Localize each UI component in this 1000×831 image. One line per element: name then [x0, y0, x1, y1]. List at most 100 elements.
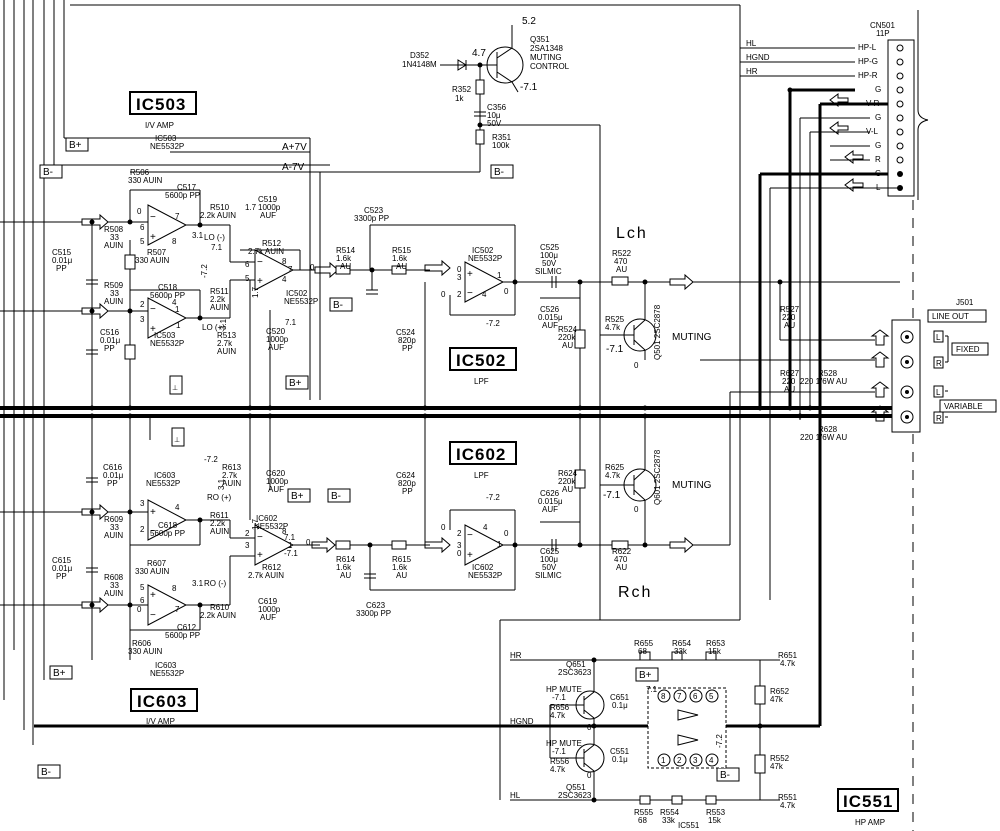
bminus-muting: B-: [494, 167, 504, 178]
cn501-hgnd: HGND: [746, 53, 770, 62]
svg-text:Q501 2SC2878: Q501 2SC2878: [653, 304, 662, 360]
svg-text:0: 0: [457, 549, 462, 558]
svg-text:2: 2: [140, 300, 145, 309]
svg-text:1: 1: [176, 321, 181, 330]
svg-text:8: 8: [282, 527, 287, 536]
ic503-func: I/V AMP: [145, 121, 174, 130]
bplus-tag-ic602: B+: [291, 491, 304, 502]
ic603-name: IC603: [137, 692, 187, 711]
ic603-section: ⊥ + − 4 3 2 + − 8 7 5 6 0 − + 2 3 8: [0, 416, 430, 678]
bminus-tag-ic502: B-: [333, 300, 343, 311]
r352-label: R352 1k: [452, 85, 473, 103]
svg-text:−: −: [257, 532, 263, 543]
svg-text:2: 2: [245, 529, 250, 538]
junction-dots: [89, 62, 813, 803]
j501-title: J501: [956, 298, 974, 307]
svg-text:−: −: [257, 257, 263, 268]
power-rails: [54, 4, 740, 400]
c356-label: C356 10μ 50V: [487, 103, 508, 128]
svg-text:1: 1: [497, 540, 502, 549]
cn501-pin-g2: G: [875, 113, 881, 122]
rch-label: Rch: [618, 584, 652, 601]
bminus-tag-bottom: B-: [41, 767, 51, 778]
svg-text:7.1: 7.1: [284, 533, 296, 542]
left-bus-lines: [3, 0, 65, 745]
cn501-pin-r: R: [875, 155, 881, 164]
svg-text:-7.1: -7.1: [284, 549, 298, 558]
svg-text:-7.2: -7.2: [715, 734, 724, 748]
svg-text:6: 6: [140, 223, 145, 232]
svg-text:4: 4: [172, 298, 177, 307]
svg-text:8: 8: [661, 692, 666, 701]
ro-plus-label: RO (+): [207, 493, 232, 502]
svg-text:0: 0: [441, 290, 446, 299]
bminus-tag-ic602: B-: [331, 491, 341, 502]
svg-text:4: 4: [482, 290, 487, 299]
svg-text:7: 7: [288, 265, 293, 274]
svg-text:7: 7: [175, 605, 180, 614]
svg-text:+: +: [467, 269, 473, 280]
bminus-tag-ic551: B-: [720, 770, 730, 781]
svg-text:3: 3: [693, 756, 698, 765]
svg-text:2: 2: [457, 529, 462, 538]
svg-text:3.1: 3.1: [192, 231, 204, 240]
q351-label: Q351 2SA1348: [530, 35, 563, 53]
svg-text:0: 0: [457, 265, 462, 274]
cn501-pin-hpr: HP-R: [858, 71, 878, 80]
svg-text:3: 3: [140, 315, 145, 324]
svg-text:3.1: 3.1: [217, 478, 226, 490]
svg-text:7: 7: [175, 212, 180, 221]
svg-text:4: 4: [175, 503, 180, 512]
bplus-tag-bottom: B+: [53, 668, 66, 679]
svg-text:2: 2: [457, 290, 462, 299]
muting-control-circuit: 5.2 4.7 -7.1 Q351 2SA1348 MUTING CONTROL…: [402, 16, 601, 620]
ic603-label: IC603 I/V AMP: [130, 688, 198, 726]
svg-text:-7.2: -7.2: [486, 319, 500, 328]
cn501-pin-hpg: HP-G: [858, 57, 878, 66]
svg-text:7.1: 7.1: [646, 685, 658, 694]
ic602-name: IC602: [456, 445, 506, 464]
cn501-pin-vr: V-R: [866, 99, 880, 108]
svg-text:2: 2: [140, 525, 145, 534]
cn501-pin-vl: V-L: [866, 127, 879, 136]
svg-text:8: 8: [172, 237, 177, 246]
j501-connector: J501 LINE OUT L R FIXED L R VARIABLE: [891, 298, 997, 433]
q351-base-voltage: 4.7: [472, 48, 486, 59]
svg-text:5: 5: [709, 692, 714, 701]
q351-line1: Q351: [530, 35, 550, 44]
svg-text:⊥: ⊥: [174, 437, 180, 444]
svg-text:3: 3: [457, 273, 462, 282]
svg-text:−: −: [150, 304, 156, 315]
svg-text:0: 0: [310, 263, 315, 272]
j501-line-out: LINE OUT: [932, 312, 969, 321]
ic551-func: HP AMP: [855, 818, 885, 827]
svg-text:0: 0: [587, 723, 592, 732]
r351-label: R351 100k: [492, 133, 513, 150]
svg-text:6: 6: [693, 692, 698, 701]
q351-function: MUTING CONTROL: [530, 53, 570, 71]
svg-text:+: +: [257, 550, 263, 561]
ic551-name: IC551: [843, 792, 893, 811]
svg-text:2: 2: [677, 756, 682, 765]
svg-text:0: 0: [634, 505, 639, 514]
